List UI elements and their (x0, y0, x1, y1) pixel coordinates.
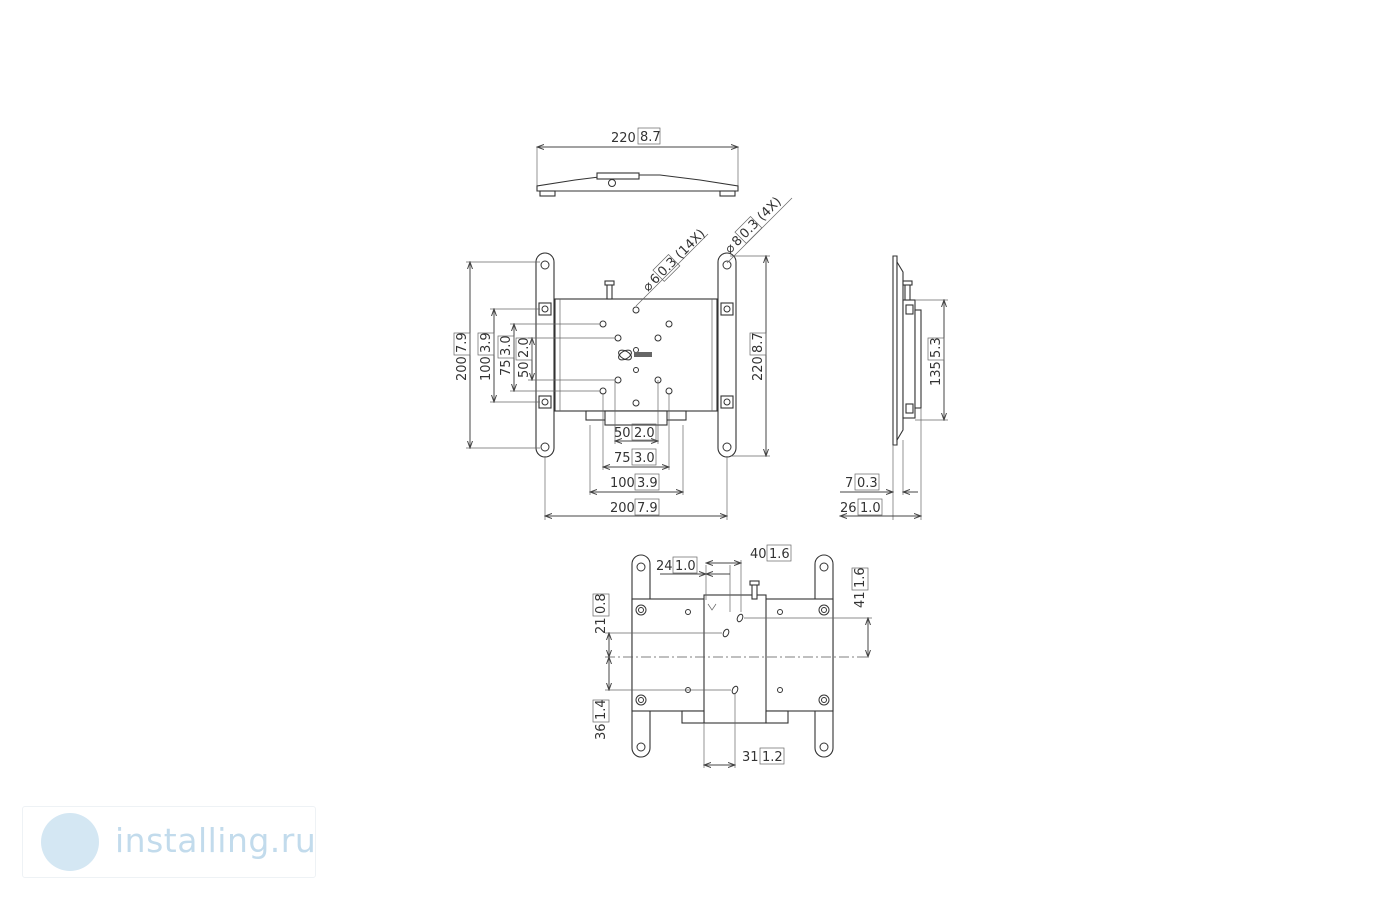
vesa-holes (599, 306, 673, 407)
rear-view: 24 1.0 40 1.6 41 1.6 21 0.8 36 (592, 544, 872, 768)
height-220-dimension: 220 8.7 (749, 332, 767, 381)
rear-36-dimension: 36 1.4 (592, 699, 610, 740)
front-view: ⌀ 6 0.3 (14X) ⌀ 8 0.3 (4X) 200 7.9 100 (453, 194, 793, 520)
svg-text:3.9: 3.9 (637, 476, 658, 491)
svg-text:200: 200 (610, 501, 635, 516)
svg-text:1.2: 1.2 (762, 750, 783, 765)
rear-21-dimension: 21 0.8 (592, 593, 610, 634)
svg-text:7: 7 (845, 476, 853, 491)
svg-text:1.0: 1.0 (675, 559, 696, 574)
svg-text:0.3: 0.3 (857, 476, 878, 491)
svg-text:40: 40 (750, 547, 767, 562)
svg-text:2.0: 2.0 (517, 337, 532, 358)
side-height-dimension: 135 5.3 (927, 337, 945, 386)
svg-text:(4X): (4X) (755, 194, 785, 224)
svg-text:1.6: 1.6 (853, 567, 868, 588)
width-200-dimension: 200 7.9 (610, 498, 660, 516)
depth-26-dimension: 26 1.0 (840, 498, 883, 516)
top-plate-profile (536, 174, 739, 192)
width-50-dimension: 50 2.0 (614, 423, 657, 441)
left-mounting-arm (535, 252, 555, 458)
height-100-dimension: 100 3.9 (477, 332, 495, 381)
width-100-dimension: 100 3.9 (610, 473, 660, 491)
svg-text:100: 100 (479, 356, 494, 381)
height-200-dimension: 200 7.9 (453, 332, 471, 381)
small-hole-callout: ⌀ 6 0.3 (14X) (640, 227, 709, 295)
svg-text:3.0: 3.0 (499, 335, 514, 356)
rear-41-dimension: 41 1.6 (851, 567, 869, 608)
height-50-dimension: 50 2.0 (515, 337, 533, 378)
svg-text:1.4: 1.4 (594, 699, 609, 720)
brand-logo-icon (618, 349, 652, 361)
svg-text:75: 75 (614, 451, 631, 466)
svg-text:1.6: 1.6 (769, 547, 790, 562)
side-profile (892, 255, 898, 446)
globe-icon (41, 813, 99, 871)
svg-text:7.9: 7.9 (637, 501, 658, 516)
svg-text:1.0: 1.0 (860, 501, 881, 516)
svg-text:31: 31 (742, 750, 759, 765)
top-view: 220 8.7 (536, 127, 739, 197)
svg-text:5.3: 5.3 (929, 337, 944, 358)
svg-text:220: 220 (611, 131, 636, 146)
svg-text:75: 75 (499, 359, 514, 376)
svg-text:200: 200 (455, 356, 470, 381)
svg-text:7.9: 7.9 (455, 332, 470, 353)
svg-text:24: 24 (656, 559, 673, 574)
svg-text:220: 220 (751, 356, 766, 381)
svg-text:50: 50 (614, 426, 631, 441)
svg-text:0.8: 0.8 (594, 593, 609, 614)
rear-24-dimension: 24 1.0 (656, 556, 698, 574)
watermark: installing.ru (22, 806, 316, 878)
large-hole-callout: ⌀ 8 0.3 (4X) (722, 194, 785, 256)
side-view: 135 5.3 7 0.3 26 1.0 (840, 255, 948, 520)
svg-text:36: 36 (594, 723, 609, 740)
rear-31-dimension: 31 1.2 (742, 747, 785, 765)
svg-text:50: 50 (517, 361, 532, 378)
svg-text:2.0: 2.0 (634, 426, 655, 441)
svg-text:3.0: 3.0 (634, 451, 655, 466)
height-75-dimension: 75 3.0 (497, 335, 515, 376)
width-75-dimension: 75 3.0 (614, 448, 657, 466)
right-mounting-arm (717, 252, 737, 458)
rear-40-dimension: 40 1.6 (750, 544, 792, 562)
svg-text:8.7: 8.7 (640, 130, 661, 145)
svg-text:(14X): (14X) (673, 227, 709, 263)
watermark-text: installing.ru (115, 821, 317, 860)
svg-text:100: 100 (610, 476, 635, 491)
svg-text:26: 26 (840, 501, 857, 516)
svg-text:41: 41 (853, 591, 868, 608)
svg-text:8.7: 8.7 (751, 332, 766, 353)
svg-text:3.9: 3.9 (479, 332, 494, 353)
svg-text:135: 135 (929, 361, 944, 386)
depth-7-dimension: 7 0.3 (845, 473, 880, 491)
top-width-dimension: 220 8.7 (611, 127, 661, 146)
svg-text:21: 21 (594, 617, 609, 634)
